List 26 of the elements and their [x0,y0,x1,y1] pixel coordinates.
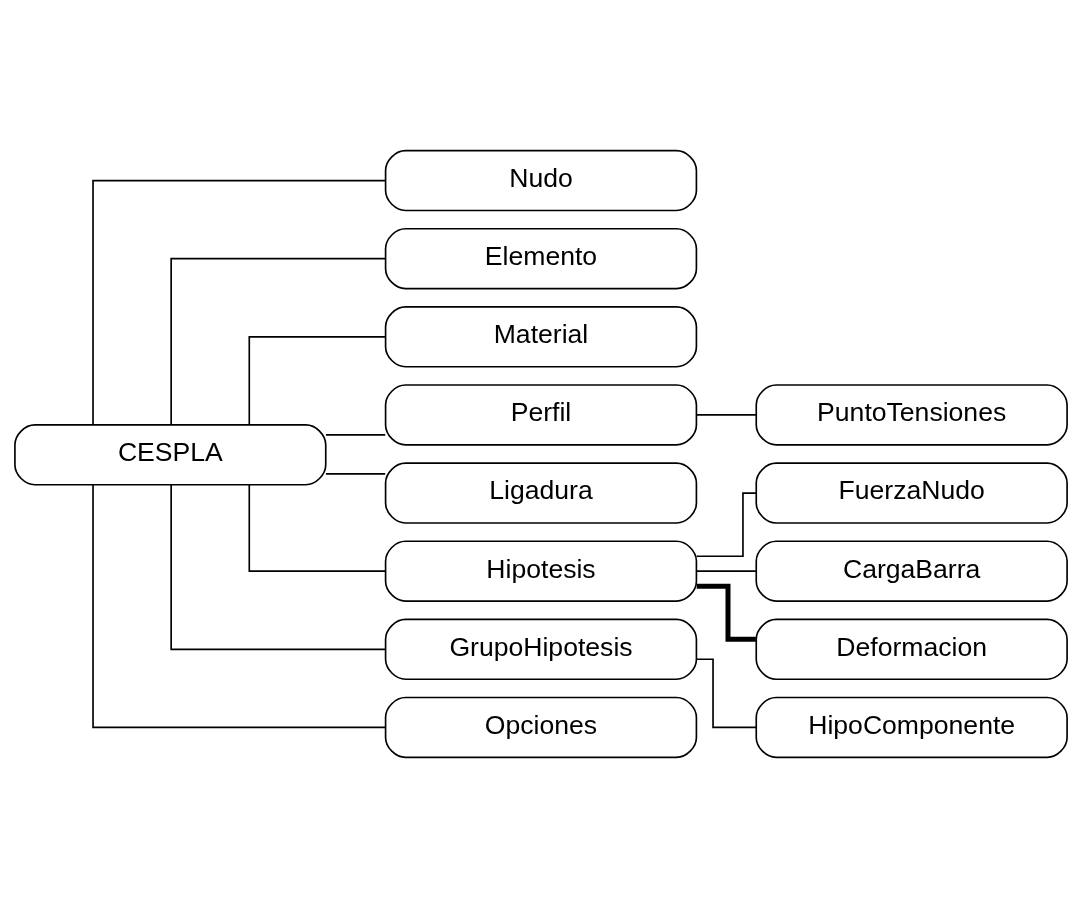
node-box: CargaBarra [755,540,1068,602]
node-box: Ligadura [384,462,698,524]
connector [248,483,387,572]
node-box: Hipotesis [384,540,698,602]
node-box: Deformacion [755,618,1068,681]
connector [695,658,757,729]
connector [696,583,756,642]
connector [92,179,387,426]
connector [325,473,387,475]
node-box: CESPLA [14,424,327,486]
connector [92,484,387,729]
node-box: Perfil [384,384,698,446]
node-box: GrupoHipotesis [384,618,698,681]
node-box: Material [384,306,698,368]
connector [170,257,387,426]
connector [695,570,757,572]
node-box: Elemento [384,227,698,290]
node-box: HipoComponente [755,696,1068,759]
connector [170,483,387,651]
node-box: Opciones [384,696,698,759]
node-box: FuerzaNudo [755,462,1068,524]
connector [248,336,387,426]
node-box: PuntoTensiones [755,384,1068,446]
connector [325,434,387,436]
connector [695,414,757,416]
node-box: Nudo [384,149,698,212]
